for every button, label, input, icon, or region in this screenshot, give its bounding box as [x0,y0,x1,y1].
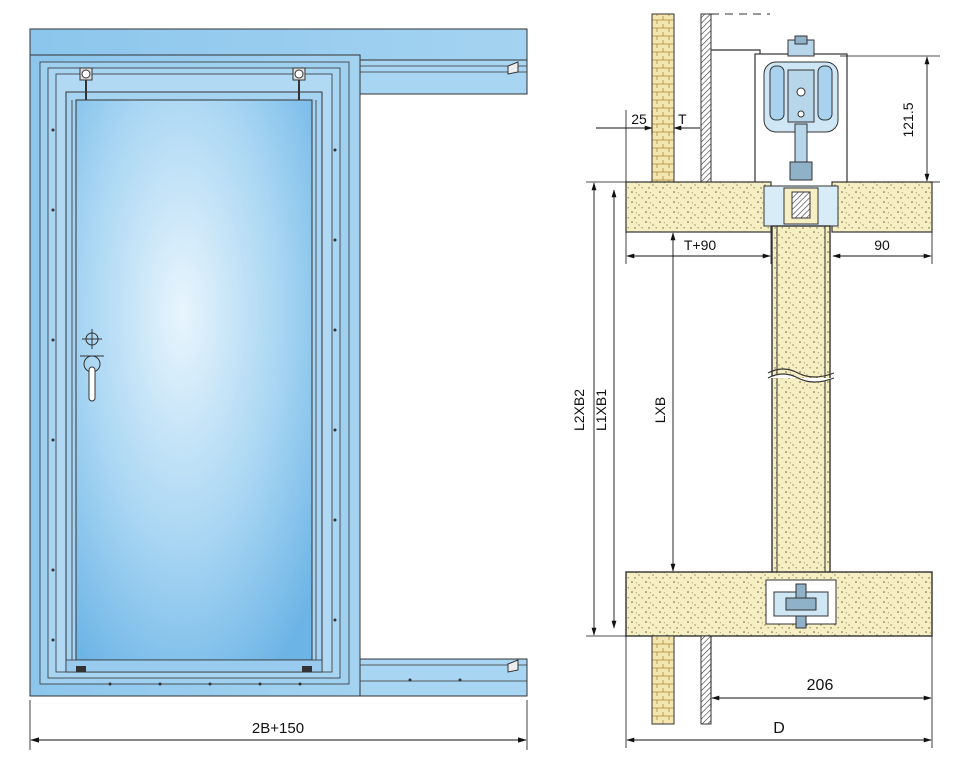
dim-90-label: 90 [874,237,890,253]
break-mark [767,373,835,383]
door-leaf-section [771,225,831,589]
dim-206-label: 206 [807,677,834,694]
dim-t90-label: T+90 [684,237,717,253]
dim-l2xb2-label: L2XB2 [571,389,587,431]
door-glass-panel [75,99,313,661]
upper-lintel-right [831,181,933,233]
door-sill [65,659,323,673]
dim-lxb-label: LXB [652,397,668,423]
wall-plate-lower [700,635,712,725]
section-view: 25 T 121.5 T+90 90 L2XB2 L1XB1 LXB 206 [571,13,940,748]
front-view: 2B+150 [29,28,528,750]
dim-t-label: T [678,111,687,127]
upper-lintel-left [625,181,772,233]
lower-right-rail [359,658,528,697]
dim-121-label: 121.5 [900,102,916,137]
roller-right [292,67,306,100]
dim-d-label: D [773,720,785,737]
door-handle [80,329,104,402]
track-housing [754,35,848,189]
upper-right-rail [359,59,528,95]
end-stop-top [507,61,519,75]
wall-insulation-lower [651,635,675,725]
wall-plate-upper [700,13,712,183]
frame-rivets [51,128,462,686]
roller-left [79,67,93,100]
end-stop-bottom [507,659,519,673]
width-dimension-label: 2B+150 [252,720,304,737]
wall-insulation-upper [651,13,675,183]
dim-25-label: 25 [631,111,647,127]
dim-l1xb1-label: L1XB1 [593,389,609,431]
